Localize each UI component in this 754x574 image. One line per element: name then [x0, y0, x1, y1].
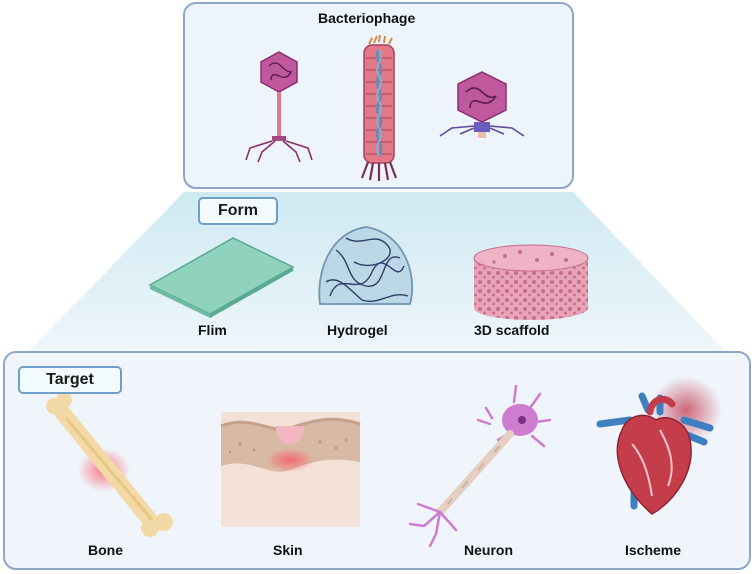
bacteriophage-title: Bacteriophage [318, 10, 416, 26]
target-item-bone-label: Bone [88, 542, 123, 558]
form-item-film-label: Flim [198, 322, 227, 338]
target-item-neuron-label: Neuron [464, 542, 513, 558]
heart-icon [596, 376, 722, 515]
phage-short-tail-icon [439, 71, 525, 138]
bone-icon [46, 392, 173, 537]
form-item-scaffold-label: 3D scaffold [474, 322, 550, 338]
hydrogel-icon [318, 226, 414, 305]
film-sheet-icon [148, 237, 295, 318]
form-label: Form [198, 197, 278, 225]
skin-cross-section-icon [220, 412, 361, 527]
target-item-ischeme-label: Ischeme [625, 542, 682, 558]
target-item-skin-label: Skin [273, 542, 303, 558]
form-item-hydrogel-label: Hydrogel [327, 322, 388, 338]
phage-filamentous-icon [360, 34, 398, 181]
scaffold-icon [473, 244, 589, 320]
neuron-icon [408, 384, 552, 548]
target-label: Target [18, 366, 122, 394]
phage-long-tail-icon [245, 51, 313, 163]
target-panel [3, 351, 751, 570]
